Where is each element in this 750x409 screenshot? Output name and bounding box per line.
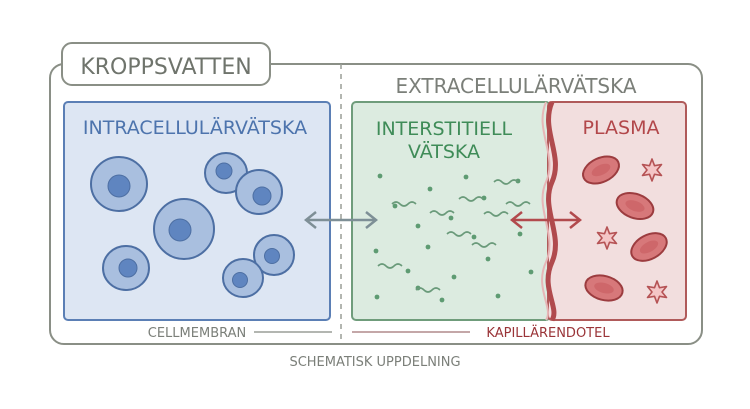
interstitial-heading-line2: VÄTSKA [408, 140, 480, 163]
particle-squiggle [446, 231, 472, 237]
extracellular-heading: EXTRACELLULÄRVÄTSKA [395, 74, 636, 98]
particle-squiggle [505, 201, 531, 207]
particle-dot-icon [495, 293, 501, 299]
cell-icon [90, 156, 148, 212]
particle-dot-icon [485, 256, 491, 262]
particle-dot-icon [405, 268, 411, 274]
title-text: KROPPSVATTEN [80, 55, 251, 80]
platelet-icon [596, 226, 618, 250]
capillary-endothelium-label: KAPILLÄRENDOTEL [486, 325, 610, 341]
red-blood-cell-icon [630, 232, 668, 262]
particle-dot-icon [471, 234, 477, 240]
title-box [61, 42, 271, 86]
red-blood-cell-group [582, 155, 668, 302]
plasma-heading: PLASMA [583, 117, 660, 139]
outer-frame [49, 63, 703, 345]
interstitial-heading-line1: INTERSTITIELL [376, 118, 513, 140]
cell-icon [222, 258, 264, 298]
red-blood-cell-icon [615, 191, 655, 221]
particle-dot-icon [528, 269, 534, 275]
cell-membrane-label: CELLMEMBRAN [148, 326, 246, 341]
particle-squiggle [377, 263, 403, 269]
particle-dot-icon [517, 231, 523, 237]
particle-dot-icon [439, 297, 445, 303]
red-blood-cell-icon [584, 274, 624, 302]
particle-squiggle [493, 179, 519, 185]
particle-squiggle [391, 201, 417, 207]
particle-squiggle [415, 287, 441, 293]
particle-dot-icon [427, 186, 433, 192]
particle-dot-icon [415, 223, 421, 229]
particle-squiggle [458, 196, 484, 202]
particle-dot-icon [373, 248, 379, 254]
particle-squiggle [429, 210, 455, 216]
cell-icon [253, 234, 295, 276]
platelet-group [596, 158, 668, 304]
capillary-endothelium-wall [545, 101, 558, 322]
capillary-endothelium-inner-edge [541, 101, 551, 321]
platelet-icon [641, 158, 663, 182]
particle-squiggle [483, 211, 509, 217]
double-headed-arrow-icon [509, 211, 583, 229]
particle-squiggle [471, 242, 497, 248]
platelet-icon [646, 280, 668, 304]
cell-icon [102, 245, 150, 291]
red-blood-cell-icon [582, 155, 620, 185]
particle-dot-icon [448, 215, 454, 221]
double-headed-arrow-icon [303, 211, 379, 229]
intracellular-heading: INTRACELLULÄRVÄTSKA [83, 116, 307, 139]
interstitial-particle-group [373, 173, 534, 303]
cell-icon [204, 152, 248, 194]
diagram-caption: SCHEMATISK UPPDELNING [289, 355, 460, 370]
particle-dot-icon [392, 203, 398, 209]
particle-dot-icon [377, 173, 383, 179]
particle-dot-icon [463, 174, 469, 180]
cell-icon [235, 169, 283, 215]
cell-group [90, 152, 295, 298]
cell-icon [153, 198, 215, 260]
particle-dot-icon [425, 244, 431, 250]
particle-dot-icon [451, 274, 457, 280]
particle-dot-icon [374, 294, 380, 300]
